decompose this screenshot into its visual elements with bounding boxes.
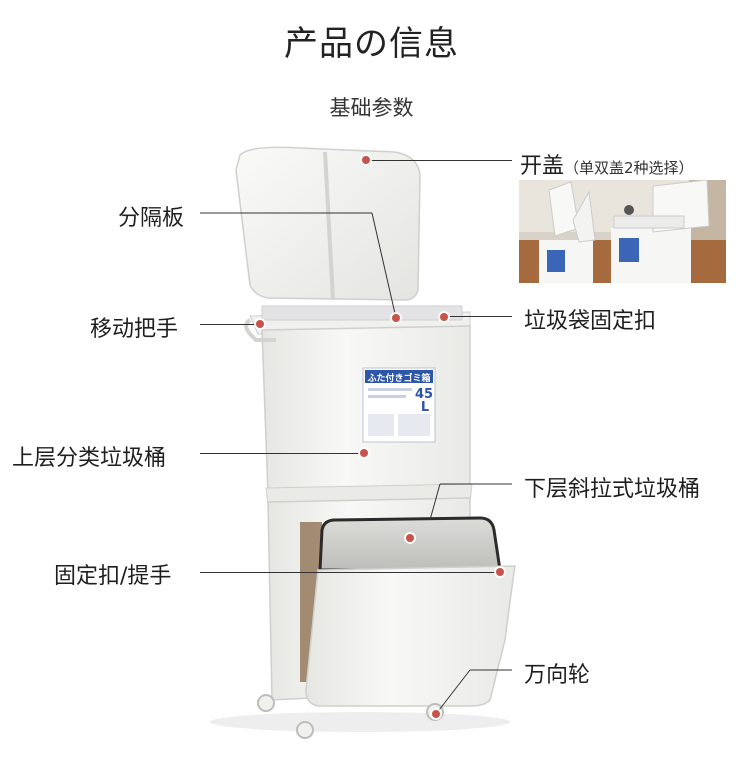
label-bag-clip: 垃圾袋固定扣 [524, 309, 657, 334]
callout-line-upper-bin [200, 453, 364, 454]
lid-options-photo [519, 180, 726, 283]
callout-dot-lower-bin [406, 534, 414, 542]
label-upper-bin: 上层分类垃圾桶 [12, 446, 167, 471]
wheel-shape [257, 694, 275, 712]
callout-dot-divider [392, 314, 400, 322]
page-subtitle: 基础参数 [329, 96, 414, 120]
label-capacity: 45 [415, 387, 433, 402]
callout-line-lid [366, 160, 512, 161]
callout-line-clip-grip [200, 572, 500, 573]
label-unit: L [421, 400, 429, 415]
callout-dot-upper-bin [360, 449, 368, 457]
label-lower-bin: 下层斜拉式垃圾桶 [524, 477, 701, 502]
label-handle: 移动把手 [90, 317, 179, 342]
callout-dot-bag-clip [440, 313, 448, 321]
page-title: 产品の信息 [284, 24, 459, 64]
callout-dot-lid [362, 156, 370, 164]
callout-dot-handle [256, 320, 264, 328]
callout-line-bag-clip [446, 316, 512, 317]
label-divider: 分隔板 [118, 206, 185, 231]
label-lid: 开盖（单双盖2种选择） [520, 148, 694, 180]
callout-dot-wheel [432, 710, 440, 718]
callout-dot-clip-grip [496, 568, 504, 576]
label-lid-text: 开盖 [520, 154, 565, 179]
label-lid-note: （单双盖2种选择） [564, 159, 694, 177]
label-clip-grip: 固定扣/提手 [54, 564, 172, 589]
callout-line-handle [200, 324, 258, 325]
label-wheel: 万向轮 [524, 663, 591, 688]
label-brand-line: ふた付きゴミ箱 [367, 372, 430, 384]
